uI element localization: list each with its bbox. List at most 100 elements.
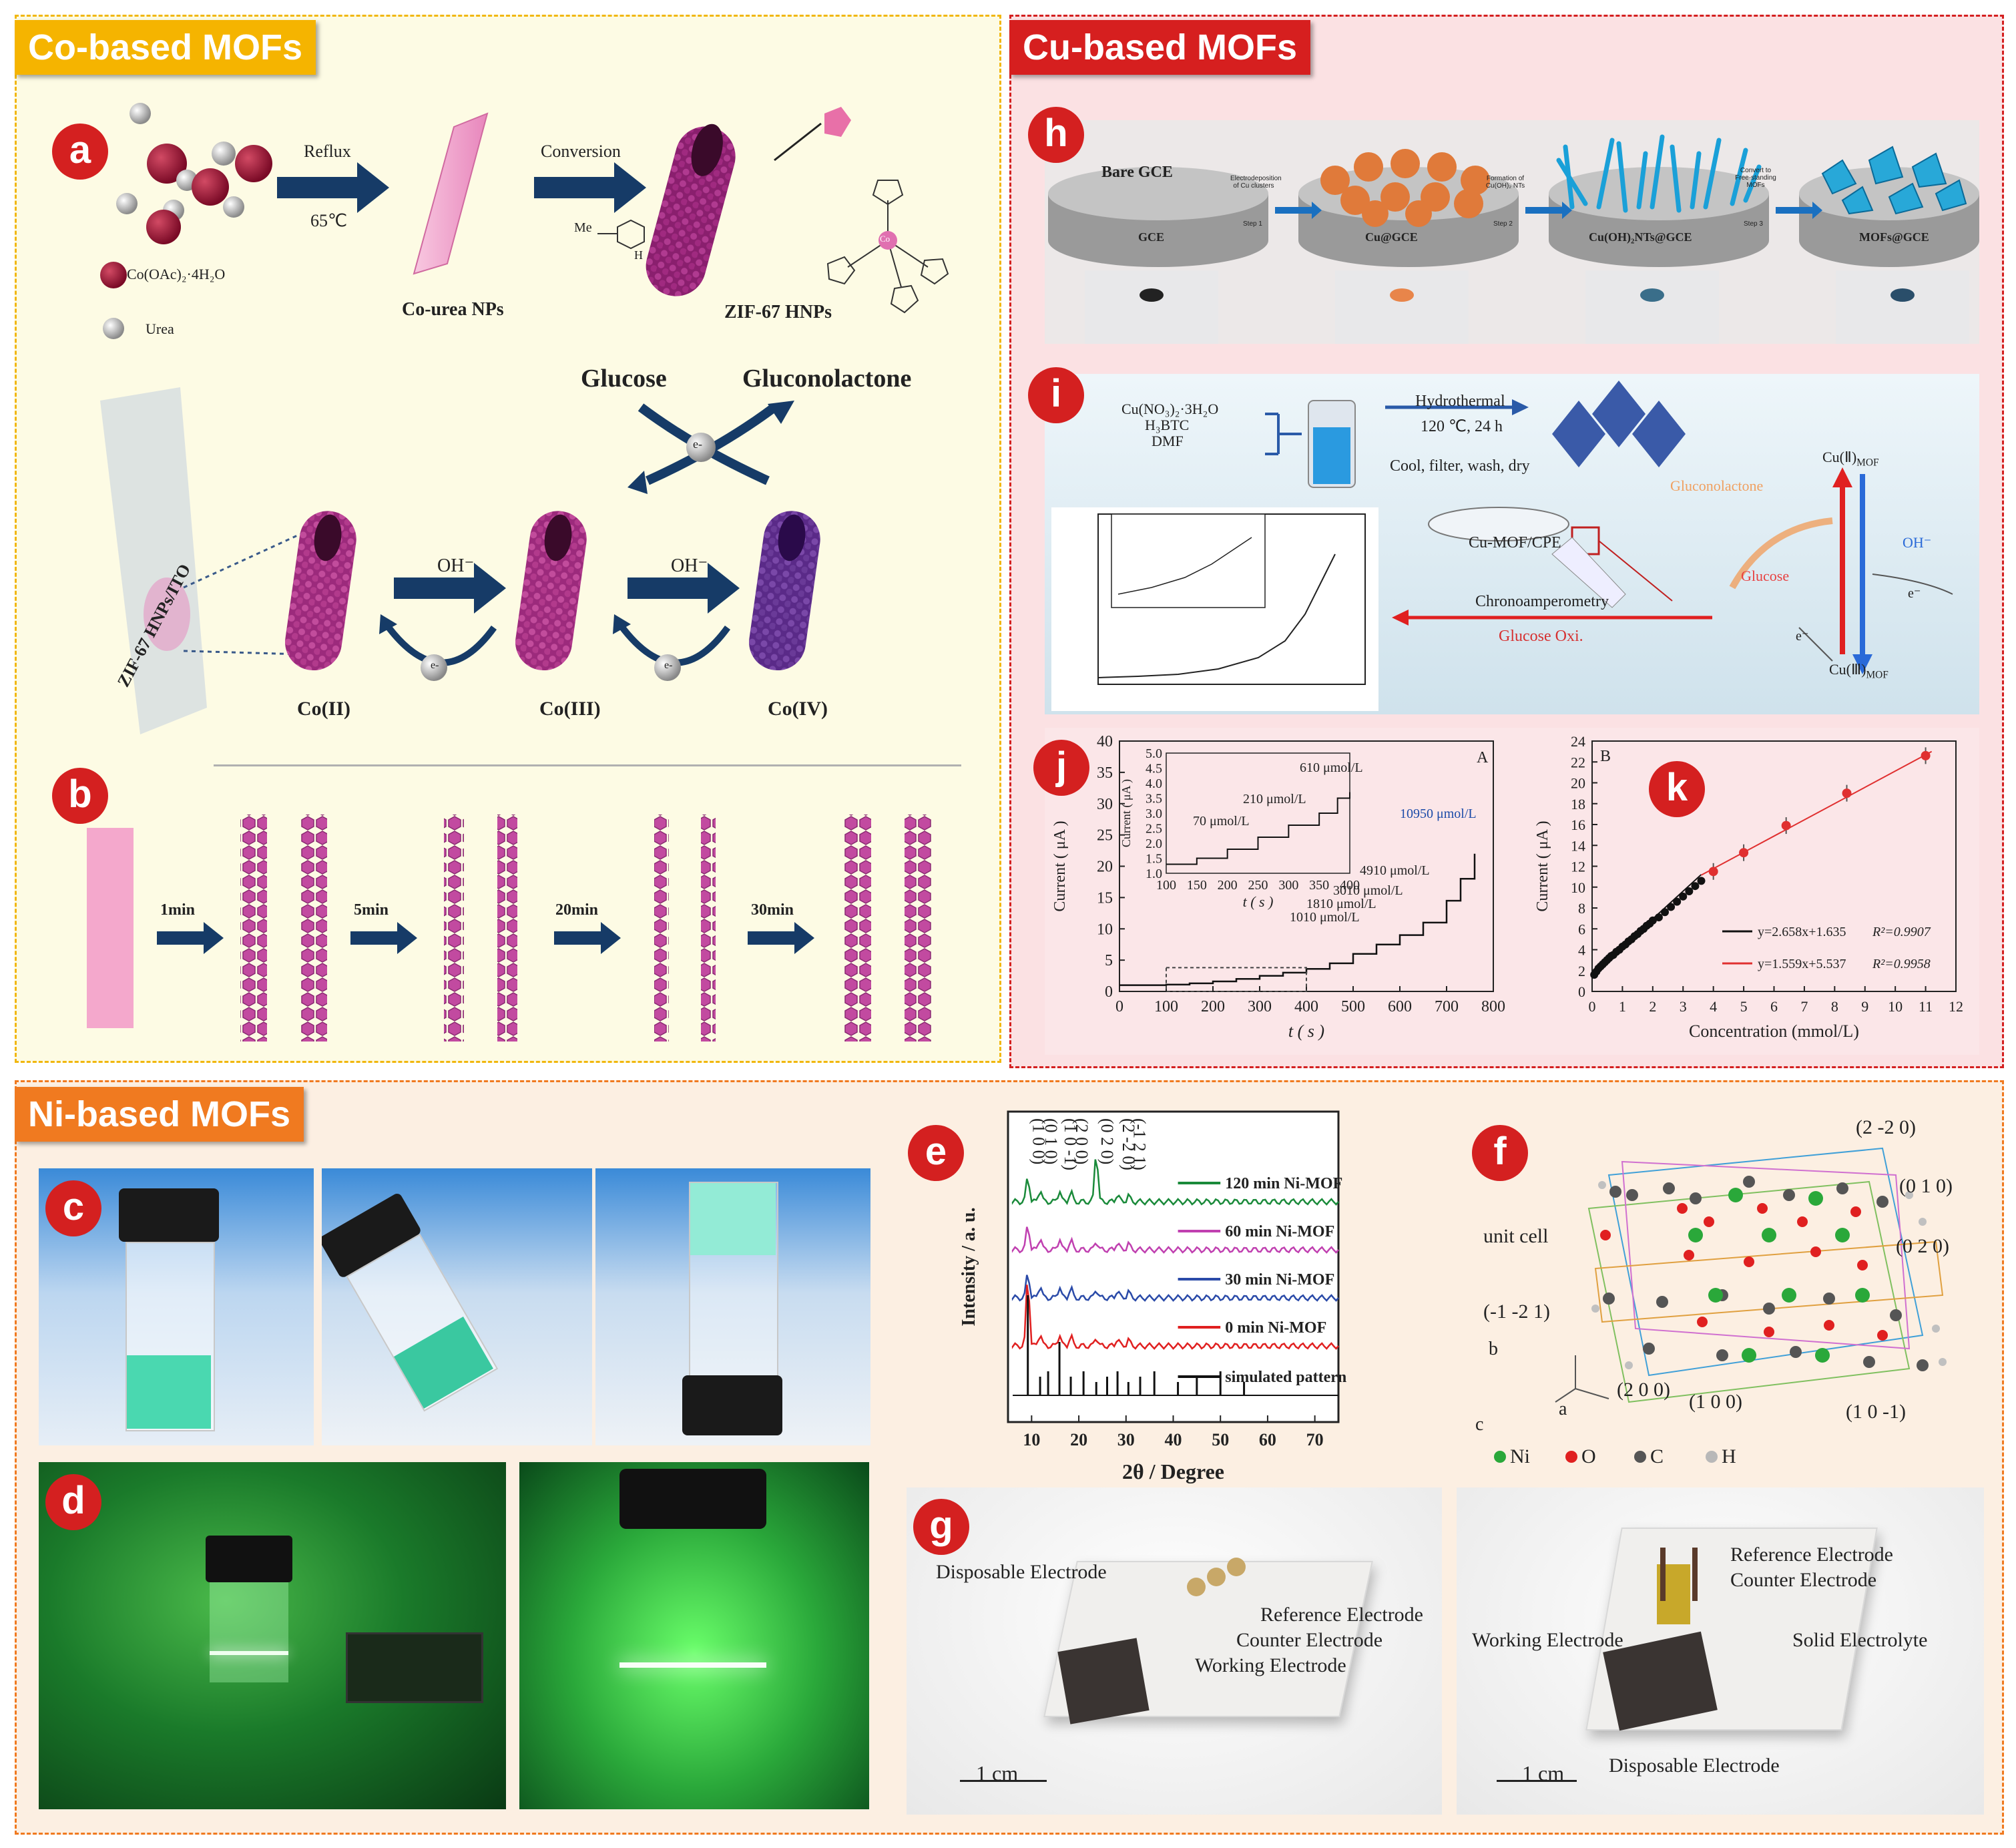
badge-a: a [52,124,108,180]
e-frame [1007,1110,1340,1423]
cu3-label: Cu(Ⅲ)MOF [1829,661,1888,681]
glucose-oxi-label: Glucose Oxi. [1499,628,1583,645]
badge-c: c [45,1180,101,1236]
k-xtick-label: 12 [1949,998,1963,1015]
k-ytick-label: 8 [1578,900,1585,917]
bare-gce-label: Bare GCE [1101,164,1173,181]
e-i-label-2: e⁻ [1796,629,1809,644]
k-xtick-label: 9 [1861,998,1868,1015]
oh-label-1: OH⁻ [437,555,475,576]
electron-label-2: e- [664,660,673,671]
k-ytick-label: 12 [1571,859,1585,875]
cu2-sub: MOF [1856,457,1879,469]
time-label-3: 20min [555,901,599,919]
screw-3 [1227,1558,1246,1576]
j-series-line [1119,853,1476,986]
cu3-text: Cu(Ⅲ) [1829,661,1866,678]
e-xtick-label: 30 [1117,1430,1135,1449]
glucose-electron-label: e- [693,437,702,451]
k-point-low [1673,897,1682,906]
j-inset-xtick-label: 300 [1278,878,1298,893]
gluconolactone-label: Gluconolactone [742,365,912,393]
glucose-i-label: Glucose [1741,567,1790,584]
j-xtick-label: 600 [1388,998,1412,1015]
k-ytick-label: 20 [1571,775,1585,792]
hydro-bottom-label: Cool, filter, wash, dry [1390,457,1530,475]
j-inset-xtick-label: 350 [1309,878,1329,893]
g1-disposable-label: Disposable Electrode [936,1561,1107,1583]
j-panel-letter: A [1477,749,1489,766]
legend-ni: Ni [1494,1445,1530,1468]
legend-h: H [1706,1445,1736,1468]
glow-line [210,1651,288,1655]
j-inset-ytick-label: 3.5 [1146,792,1162,806]
badge-e: e [908,1125,964,1181]
j-xtick-label: 500 [1341,998,1365,1015]
glucose-label: Glucose [581,365,667,393]
step1-top-label: Electrodeposition of Cu clusters [1230,175,1282,190]
e-legend-label: 120 min Ni-MOF [1225,1175,1342,1192]
photo-d1 [39,1462,506,1809]
electron-label-1: e- [431,660,439,671]
chart-i-mini [1097,513,1366,685]
step1-bottom-label: Step 1 [1243,220,1262,228]
e-legend-label: 0 min Ni-MOF [1225,1319,1326,1337]
glow-vial-cap [206,1536,292,1582]
g2-disposable-label: Disposable Electrode [1609,1755,1780,1777]
k-point-high [1708,867,1718,877]
k-ytick-label: 16 [1571,817,1585,833]
j-annotation: 1010 μmol/L [1290,910,1360,925]
k-point-low [1654,913,1663,922]
j-annotation: 610 μmol/L [1300,760,1363,775]
vial-liquid [127,1355,211,1429]
cu-section-title: Cu-based MOFs [1009,20,1311,75]
reagent-1: Cu(NO₃)₂·3H₂O [1121,401,1219,417]
k-point-low [1697,877,1706,885]
screw-2 [1207,1568,1226,1586]
plane-label-4: (-1 -2 1) [1483,1301,1550,1323]
k-ytick-label: 22 [1571,754,1585,770]
gluconolactone-i-label: Gluconolactone [1670,477,1764,494]
k-panel-letter: B [1600,748,1611,765]
j-inset-ytick-label: 4.0 [1146,776,1162,791]
j-annotation: 210 μmol/L [1243,792,1306,806]
e-legend-label: 60 min Ni-MOF [1225,1223,1334,1240]
legend-h-dot [1706,1451,1718,1463]
plane-label-7: (1 0 -1) [1846,1401,1906,1423]
j-ytick-label: 15 [1097,889,1113,907]
hydro-top-label: Hydrothermal [1415,393,1505,410]
j-inset-ytick-label: 1.0 [1146,867,1162,881]
disposable-strip-1 [1057,1638,1150,1724]
oh-i-label: OH⁻ [1903,534,1932,551]
k-legend-r2: R²=0.9907 [1872,925,1931,939]
k-point-low [1661,908,1669,917]
axis-b-label: b [1489,1339,1498,1359]
vial-cap [119,1188,219,1242]
gce-label: GCE [1138,230,1165,244]
k-point-low [1679,892,1688,901]
g2-reference-label: Reference Electrode [1730,1544,1893,1566]
j-inset-line [1166,792,1350,865]
photo-g2 [1457,1487,1984,1815]
lamp [346,1632,483,1703]
g2-solid-label: Solid Electrolyte [1792,1629,1928,1651]
e-legend-label: simulated pattern [1225,1369,1346,1386]
legend-o-label: O [1581,1445,1596,1467]
k-point-low [1648,916,1657,925]
cu2-text: Cu(Ⅱ) [1822,449,1857,465]
redox-cycle [100,387,820,734]
time-label-4: 30min [751,901,794,919]
k-xlabel: Concentration (mmol/L) [1689,1021,1859,1041]
e-series-line [1011,1159,1339,1206]
step2-top-label: Formation of Cu(OH)₂ NTs [1485,175,1525,190]
g1-scale-label: 1 cm [976,1761,1019,1785]
co2-label: Co(II) [297,698,350,720]
j-xtick-label: 100 [1154,998,1178,1015]
e-peak-label: (0 1 0) [1041,1118,1061,1164]
e-xtick-label: 40 [1165,1430,1182,1449]
panel-a-synthesis [100,103,949,339]
tilted-vial [322,1192,499,1412]
cu-gce-label: Cu@GCE [1365,230,1418,244]
